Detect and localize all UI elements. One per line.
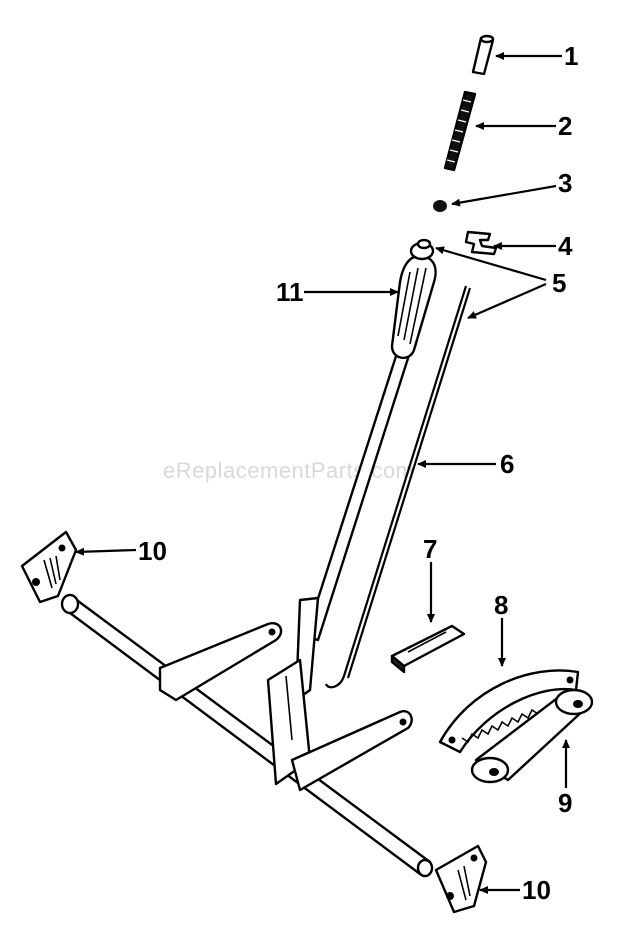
- part-10-mounting-plate-upper: [20, 530, 78, 604]
- part-3-ball: [433, 200, 447, 212]
- callout-7: 7: [423, 534, 437, 564]
- part-2-spring: [443, 90, 477, 172]
- leader-lines: [75, 52, 570, 894]
- callout-10-upper: 10: [138, 536, 167, 566]
- part-11-handle-lever: [294, 238, 437, 702]
- part-1-pin: [471, 34, 495, 76]
- part-7-detent-plate: [390, 624, 466, 674]
- callout-11: 11: [276, 277, 304, 307]
- callout-1: 1: [564, 41, 578, 71]
- callout-3: 3: [558, 168, 572, 198]
- part-4-clip: [464, 230, 498, 256]
- callout-9: 9: [558, 788, 572, 818]
- shaft-assembly: [60, 593, 434, 878]
- callout-4: 4: [558, 231, 573, 261]
- callout-8: 8: [494, 590, 508, 620]
- callout-10-lower: 10: [522, 875, 551, 905]
- part-9-pivot-bracket: [470, 688, 594, 784]
- part-10-mounting-plate-lower: [434, 844, 488, 914]
- part-8-quadrant: [438, 669, 580, 754]
- callout-5: 5: [552, 268, 566, 298]
- part-6-rod: [324, 285, 472, 689]
- watermark-text: eReplacementParts.com: [163, 458, 414, 483]
- callout-2: 2: [558, 111, 572, 141]
- callout-6: 6: [500, 449, 514, 479]
